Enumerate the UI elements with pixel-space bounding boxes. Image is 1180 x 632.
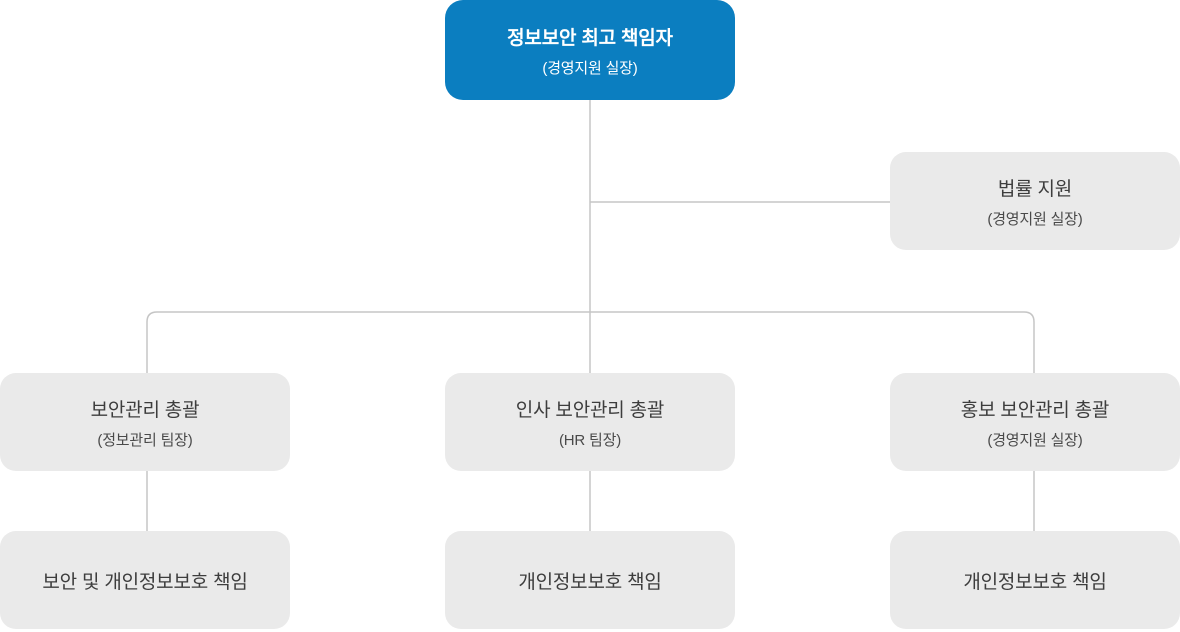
node-security-management-title: 보안관리 총괄 xyxy=(90,399,200,421)
node-privacy-responsibility-hr: 개인정보보호 책임 xyxy=(445,531,735,629)
node-ciso: 정보보안 최고 책임자 (경영지원 실장) xyxy=(445,0,735,100)
node-legal-support-subtitle: (경영지원 실장) xyxy=(987,210,1083,228)
node-privacy-responsibility-pr: 개인정보보호 책임 xyxy=(890,531,1180,629)
node-pr-security-management-subtitle: (경영지원 실장) xyxy=(987,431,1083,449)
node-privacy-responsibility-hr-label: 개인정보보호 책임 xyxy=(518,571,662,593)
node-legal-support-title: 법률 지원 xyxy=(997,178,1073,200)
node-hr-security-management-subtitle: (HR 팀장) xyxy=(558,431,622,449)
node-privacy-responsibility-pr-label: 개인정보보호 책임 xyxy=(963,571,1107,593)
node-pr-security-management: 홍보 보안관리 총괄 (경영지원 실장) xyxy=(890,373,1180,471)
node-ciso-subtitle: (경영지원 실장) xyxy=(542,59,638,77)
node-security-management-subtitle: (정보관리 팀장) xyxy=(97,431,193,449)
connector-branch-bar xyxy=(146,311,1035,373)
node-legal-support: 법률 지원 (경영지원 실장) xyxy=(890,152,1180,250)
node-pr-security-management-title: 홍보 보안관리 총괄 xyxy=(960,399,1110,421)
node-security-privacy-responsibility-label: 보안 및 개인정보보호 책임 xyxy=(42,571,248,593)
node-hr-security-management-title: 인사 보안관리 총괄 xyxy=(515,399,665,421)
node-security-privacy-responsibility: 보안 및 개인정보보호 책임 xyxy=(0,531,290,629)
node-ciso-title: 정보보안 최고 책임자 xyxy=(507,27,673,49)
node-security-management: 보안관리 총괄 (정보관리 팀장) xyxy=(0,373,290,471)
node-hr-security-management: 인사 보안관리 총괄 (HR 팀장) xyxy=(445,373,735,471)
